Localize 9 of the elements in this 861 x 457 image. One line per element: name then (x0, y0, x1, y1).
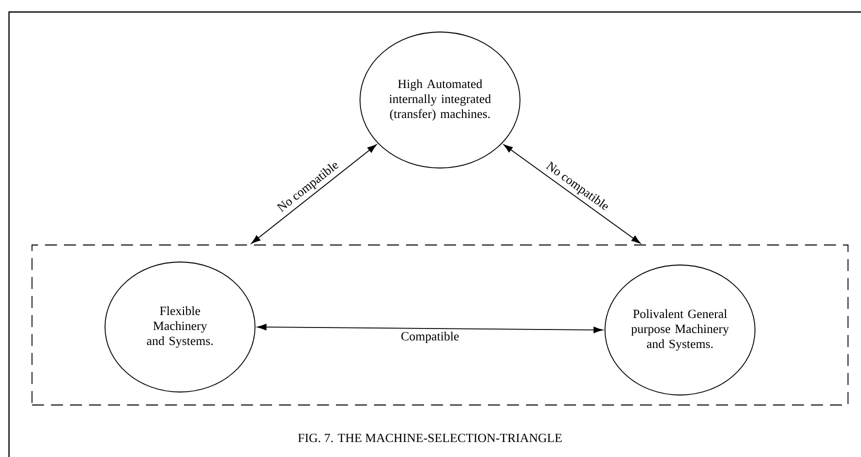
caption: FIG. 7. THE MACHINE-SELECTION-TRIANGLE (298, 434, 562, 442)
double-arrow (257, 324, 603, 334)
ellipse-node: Polivalent General purpose Machinery and Systems. (604, 264, 756, 396)
dashed-box (32, 244, 848, 406)
ellipse-node: High Automated internally integrated (transfer) machines. (360, 32, 520, 168)
ellipse-node: Flexible Machinery and Systems. (104, 262, 256, 392)
edge-label: Compatible (401, 332, 459, 344)
double-arrow (503, 144, 641, 244)
double-arrow (251, 144, 377, 244)
